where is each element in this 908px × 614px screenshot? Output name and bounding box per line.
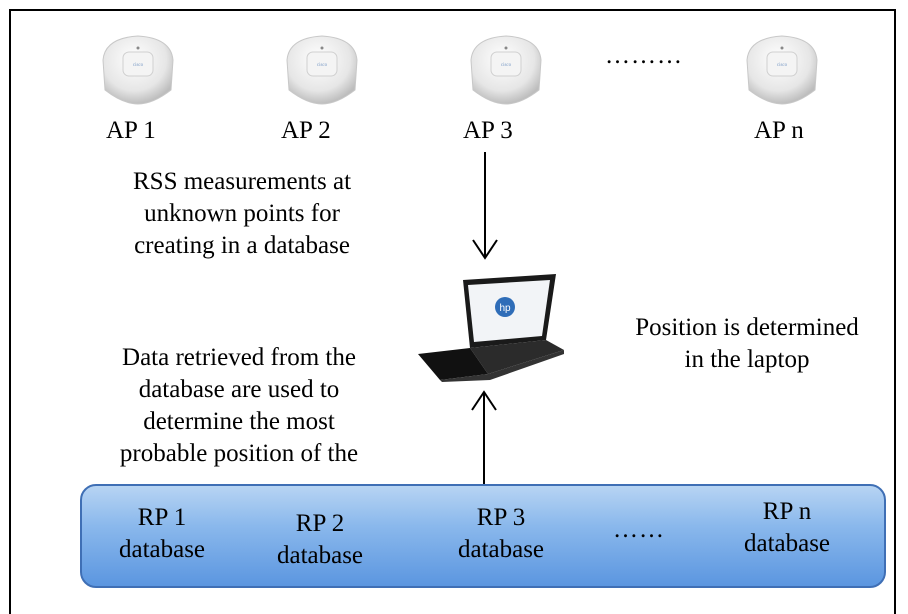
svg-text:cisco: cisco	[777, 63, 788, 68]
rss-measurement-text: RSS measurements at unknown points for c…	[112, 166, 372, 262]
retrieval-text: Data retrieved from the database are use…	[104, 342, 374, 470]
rp-name: RP 3	[476, 504, 526, 531]
svg-text:cisco: cisco	[317, 63, 328, 68]
access-point-icon: cisco	[277, 30, 367, 110]
text-line: unknown points for	[144, 200, 340, 227]
text-line: RSS measurements at	[132, 168, 352, 195]
arrow-down-icon	[472, 152, 498, 260]
rp-sub: database	[276, 542, 364, 569]
rp-sub: database	[118, 536, 206, 563]
svg-text:hp: hp	[499, 303, 511, 314]
rp-name: RP 2	[295, 510, 345, 537]
text-line: determine the most	[143, 408, 335, 435]
access-point-icon: cisco	[737, 30, 827, 110]
rp-sub: database	[457, 536, 545, 563]
rp-database-1: RP 1 database	[97, 502, 227, 566]
text-line: in the laptop	[684, 346, 810, 373]
rp-database-3: RP 3 database	[436, 502, 566, 566]
svg-text:cisco: cisco	[133, 63, 144, 68]
position-text: Position is determined in the laptop	[617, 312, 877, 376]
text-line: database are used to	[138, 376, 340, 403]
rp-name: RP 1	[137, 504, 187, 531]
access-point-icon: cisco	[93, 30, 183, 110]
ap-ellipsis: ………	[605, 42, 683, 69]
access-point-icon: cisco	[461, 30, 551, 110]
ap-label: AP 3	[463, 117, 513, 144]
text-line: Position is determined	[635, 314, 859, 341]
svg-text:cisco: cisco	[501, 63, 512, 68]
rp-database-2: RP 2 database	[255, 508, 385, 572]
rp-database-n: RP n database	[717, 496, 857, 560]
text-line: Data retrieved from the	[122, 344, 356, 371]
database-bar	[80, 484, 886, 588]
rp-sub: database	[743, 530, 831, 557]
text-line: probable position of the	[119, 440, 359, 467]
laptop-icon: hp	[418, 272, 568, 382]
ap-label: AP 1	[106, 117, 156, 144]
ap-label: AP n	[754, 117, 804, 144]
ap-label: AP 2	[281, 117, 331, 144]
diagram-frame	[9, 9, 896, 614]
text-line: creating in a database	[134, 232, 350, 259]
rp-ellipsis: ……	[613, 516, 665, 543]
arrow-up-icon	[471, 390, 497, 484]
rp-name: RP n	[762, 498, 812, 525]
